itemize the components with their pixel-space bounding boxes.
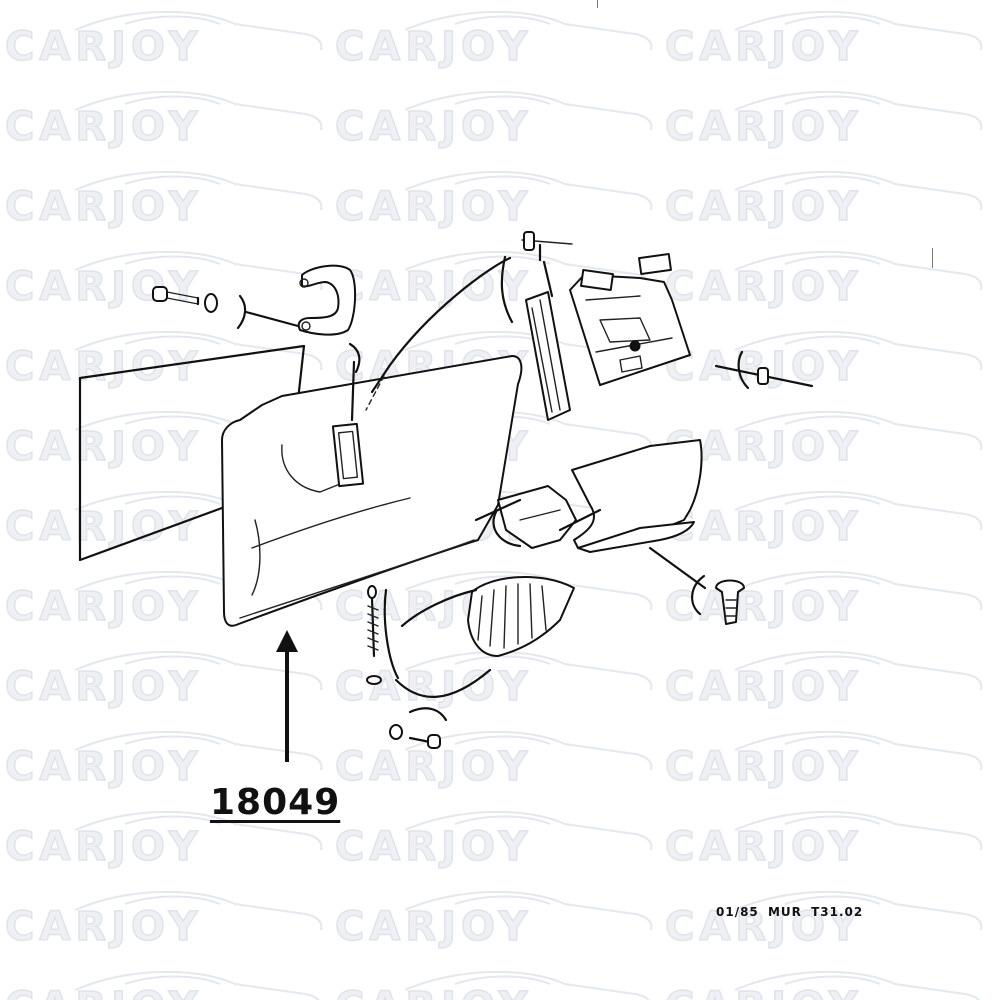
door-pocket-contour <box>251 444 351 596</box>
handle-washer <box>204 293 218 313</box>
speaker-grille <box>467 576 575 657</box>
leader-line <box>236 294 361 374</box>
plate-tab <box>638 252 672 276</box>
handle-screw <box>152 286 200 306</box>
watermark-text: CARJOY <box>5 584 203 630</box>
bottom-screw <box>408 734 441 749</box>
watermark-text: CARJOY <box>335 904 533 950</box>
right-pin-fastener <box>714 350 814 390</box>
plate-detail <box>585 295 673 373</box>
leader-line <box>542 260 554 298</box>
door-sheet-outline <box>78 344 306 562</box>
watermark-text: CARJOY <box>665 904 863 950</box>
watermark-text: CARJOY <box>5 344 203 390</box>
watermark-text: CARJOY <box>5 824 203 870</box>
watermark-text: CARJOY <box>5 24 203 70</box>
watermark-text: CARJOY <box>335 824 533 870</box>
watermark-text: CARJOY <box>665 184 863 230</box>
leader-line <box>350 256 512 422</box>
watermark-text: CARJOY <box>335 24 533 70</box>
watermark-text: CARJOY <box>5 504 203 550</box>
door-armrest-contour <box>251 497 411 549</box>
watermark-text: CARJOY <box>5 744 203 790</box>
reference-code: 01/85 MUR T31.02 <box>716 905 864 919</box>
watermark-text: CARJOY <box>5 424 203 470</box>
watermark-text: CARJOY <box>665 24 863 70</box>
leader-line <box>394 668 492 722</box>
door-pocket-detail <box>519 509 561 521</box>
watermark-text: CARJOY <box>335 984 533 1000</box>
door-trim-inner-line <box>239 539 475 619</box>
armrest-base <box>577 521 695 553</box>
bottom-washer <box>389 724 403 740</box>
watermark-text: CARJOY <box>5 264 203 310</box>
leader-line-dashed <box>365 375 385 411</box>
mounting-bracket-detail <box>531 299 561 413</box>
pull-handle-hole <box>299 278 309 288</box>
watermark-text: CARJOY <box>335 744 533 790</box>
arrow-up-icon <box>276 630 298 762</box>
watermark-text: CARJOY <box>665 104 863 150</box>
part-number-label: 18049 <box>210 782 341 823</box>
watermark-text: CARJOY <box>665 264 863 310</box>
watermark-text: CARJOY <box>665 744 863 790</box>
trim-clip <box>648 546 745 625</box>
page-edge-mark <box>932 248 933 268</box>
pull-handle-hole <box>301 321 311 331</box>
door-trim-panel <box>221 355 523 627</box>
leader-line <box>474 498 602 548</box>
plate-bolt <box>629 340 641 352</box>
watermark-text: CARJOY <box>665 504 863 550</box>
page-edge-mark <box>597 0 598 8</box>
watermark-text: CARJOY <box>665 584 863 630</box>
watermark-text: CARJOY <box>5 984 203 1000</box>
watermark-text: CARJOY <box>335 264 533 310</box>
watermark-text: CARJOY <box>335 104 533 150</box>
plate-tab <box>580 268 614 292</box>
watermark-text: CARJOY <box>665 984 863 1000</box>
watermark-text: CARJOY <box>5 104 203 150</box>
handle-recess-inner <box>337 430 359 480</box>
handle-recess <box>331 422 365 488</box>
long-screw <box>366 585 382 685</box>
pull-handle <box>297 264 357 336</box>
watermark-text: CARJOY <box>335 184 533 230</box>
watermark-text: CARJOY <box>5 904 203 950</box>
watermark-text: CARJOY <box>5 664 203 710</box>
watermark-text: CARJOY <box>335 664 533 710</box>
top-fastener <box>500 231 573 324</box>
watermark-text: CARJOY <box>665 824 863 870</box>
watermark-text: CARJOY <box>5 184 203 230</box>
leader-line <box>383 588 478 680</box>
watermark-text: CARJOY <box>665 664 863 710</box>
speaker-grille-slats <box>477 583 547 649</box>
mounting-bracket <box>525 291 571 421</box>
